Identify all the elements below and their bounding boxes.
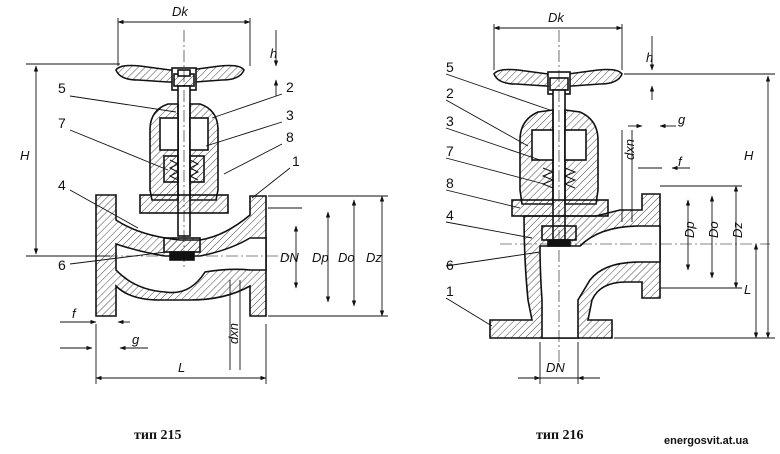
caption-215: тип 215 (134, 428, 182, 443)
dim-L-216: L (744, 282, 751, 297)
valve-215-drawing (86, 30, 290, 317)
bonnet-flange-216 (511, 199, 609, 217)
dim-H-215: H (20, 148, 30, 163)
caption-216: тип 216 (536, 428, 584, 443)
dim-DN-216: DN (546, 360, 565, 375)
dim-Dz-216: Dz (730, 222, 745, 238)
dim-L-215: L (178, 360, 185, 375)
callout-215-1: 1 (292, 153, 300, 169)
callout-216-6: 6 (446, 257, 454, 273)
valve-216-drawing (489, 30, 770, 370)
dim-Dz-215: Dz (366, 250, 382, 265)
callout-215-5: 5 (58, 80, 66, 96)
callout-215-4: 4 (58, 177, 66, 193)
dim-Do-216: Do (706, 221, 721, 238)
dim-f-216: f (678, 154, 683, 169)
labels-216: Dk h H g f dxn Dp Do Dz L DN 5 2 3 7 8 4… (446, 10, 754, 443)
callout-216-3: 3 (446, 113, 454, 129)
handwheel-215 (115, 64, 245, 91)
dim-Do-215: Do (338, 250, 355, 265)
dim-H-216: H (744, 148, 754, 163)
dimensions-216 (445, 24, 775, 384)
dim-dxn-215: dxn (226, 323, 241, 344)
dim-h-215: h (270, 46, 277, 61)
dim-dxn-216: dxn (622, 139, 637, 160)
dim-Dp-216: Dp (682, 221, 697, 238)
callout-216-8: 8 (446, 175, 454, 191)
dim-Dk-215: Dk (172, 4, 189, 19)
callout-215-7: 7 (58, 115, 66, 131)
callout-215-3: 3 (286, 107, 294, 123)
callout-216-4: 4 (446, 207, 454, 223)
callout-216-5: 5 (446, 59, 454, 75)
dim-Dk-216: Dk (548, 10, 565, 25)
callout-216-2: 2 (446, 85, 454, 101)
callout-215-8: 8 (286, 129, 294, 145)
dim-DN-215: DN (280, 250, 299, 265)
dim-f-215: f (72, 306, 77, 321)
callout-216-7: 7 (446, 143, 454, 159)
dimensions-215 (26, 18, 388, 384)
dim-Dp-215: Dp (312, 250, 329, 265)
watermark: energosvit.at.ua (664, 435, 749, 447)
disc-215 (163, 237, 201, 253)
dim-g-215: g (132, 332, 140, 347)
callout-215-2: 2 (286, 79, 294, 95)
labels-215: Dk h H DN Dp Do Dz f g L dxn 5 2 7 3 8 1… (20, 4, 382, 443)
callout-215-6: 6 (58, 257, 66, 273)
dim-g-216: g (678, 112, 686, 127)
callout-216-1: 1 (446, 283, 454, 299)
dim-h-216: h (646, 50, 653, 65)
